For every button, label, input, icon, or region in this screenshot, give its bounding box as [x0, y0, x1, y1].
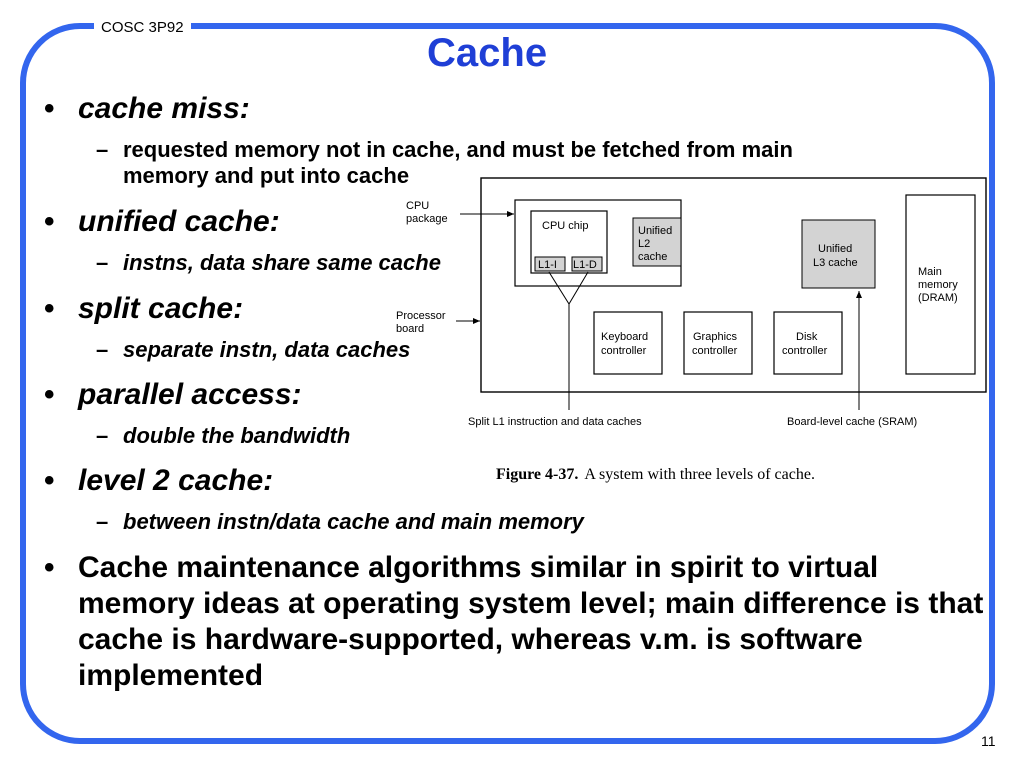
- slide-title: Cache: [427, 31, 548, 75]
- l2-cache-box: [632, 217, 682, 267]
- l3-label-1: Unified: [818, 243, 852, 255]
- figure-caption-number: Figure 4-37.: [496, 466, 579, 483]
- l2-label-3: cache: [638, 251, 667, 263]
- bullet-unified-cache: •unified cache:: [44, 205, 280, 238]
- main-memory-label-3: (DRAM): [918, 292, 958, 304]
- l3-label-2: L3 cache: [813, 257, 858, 269]
- sub-bullet-level2-cache: –between instn/data cache and main memor…: [96, 509, 584, 534]
- main-memory-box: [905, 194, 976, 375]
- board-cache-label: Board-level cache (SRAM): [787, 416, 917, 428]
- l1i-label: L1-I: [538, 259, 557, 271]
- bullet-cache-miss: •cache miss:: [44, 92, 250, 125]
- disk-controller-box: [773, 311, 843, 375]
- bullet-level2-cache: •level 2 cache:: [44, 464, 274, 497]
- sub-bullet-split-cache: –separate instn, data caches: [96, 337, 411, 362]
- graphics-controller-box: [683, 311, 753, 375]
- l2-label-1: Unified: [638, 225, 672, 237]
- figure-caption-text: A system with three levels of cache.: [584, 466, 815, 483]
- main-memory-label-2: memory: [918, 279, 958, 291]
- graphics-label-2: controller: [692, 345, 738, 357]
- cpu-package-label-1: CPU: [406, 200, 429, 212]
- disk-label-1: Disk: [796, 331, 818, 343]
- cpu-chip-box: [530, 210, 608, 274]
- bullet-parallel-access: •parallel access:: [44, 378, 302, 411]
- processor-board-label-2: board: [396, 323, 424, 335]
- cpu-package-label-2: package: [406, 213, 448, 225]
- cache-levels-diagram: CPU chip L1-I L1-D Unified L2 cache Unif…: [396, 177, 987, 428]
- course-label: COSC 3P92: [94, 18, 191, 38]
- sub-bullet-parallel-access: –double the bandwidth: [96, 423, 351, 448]
- l1i-box: [534, 256, 566, 272]
- split-l1-label: Split L1 instruction and data caches: [468, 416, 642, 428]
- page-number: 11: [981, 733, 996, 749]
- split-l1-line-left: [548, 271, 570, 305]
- processor-board-box: [480, 177, 987, 393]
- graphics-label-1: Graphics: [693, 331, 738, 343]
- l1d-label: L1-D: [573, 259, 597, 271]
- l3-cache-box: [801, 219, 876, 289]
- l1d-box: [571, 256, 603, 272]
- sub-bullet-unified-cache: –instns, data share same cache: [96, 250, 441, 275]
- processor-board-label-1: Processor: [396, 310, 446, 322]
- sub-bullet-cache-miss: –requested memory not in cache, and must…: [96, 137, 793, 188]
- slide-frame: [20, 23, 995, 744]
- bullet-cache-maintenance: •Cache maintenance algorithms similar in…: [44, 551, 984, 692]
- keyboard-label-2: controller: [601, 345, 647, 357]
- main-memory-label-1: Main: [918, 266, 942, 278]
- figure-caption: Figure 4-37. A system with three levels o…: [496, 466, 815, 484]
- keyboard-label-1: Keyboard: [601, 331, 648, 343]
- disk-label-2: controller: [782, 345, 828, 357]
- keyboard-controller-box: [593, 311, 663, 375]
- bullet-split-cache: •split cache:: [44, 292, 244, 325]
- cpu-chip-label: CPU chip: [542, 220, 588, 232]
- l2-label-2: L2: [638, 238, 650, 250]
- split-l1-line-right: [568, 271, 589, 305]
